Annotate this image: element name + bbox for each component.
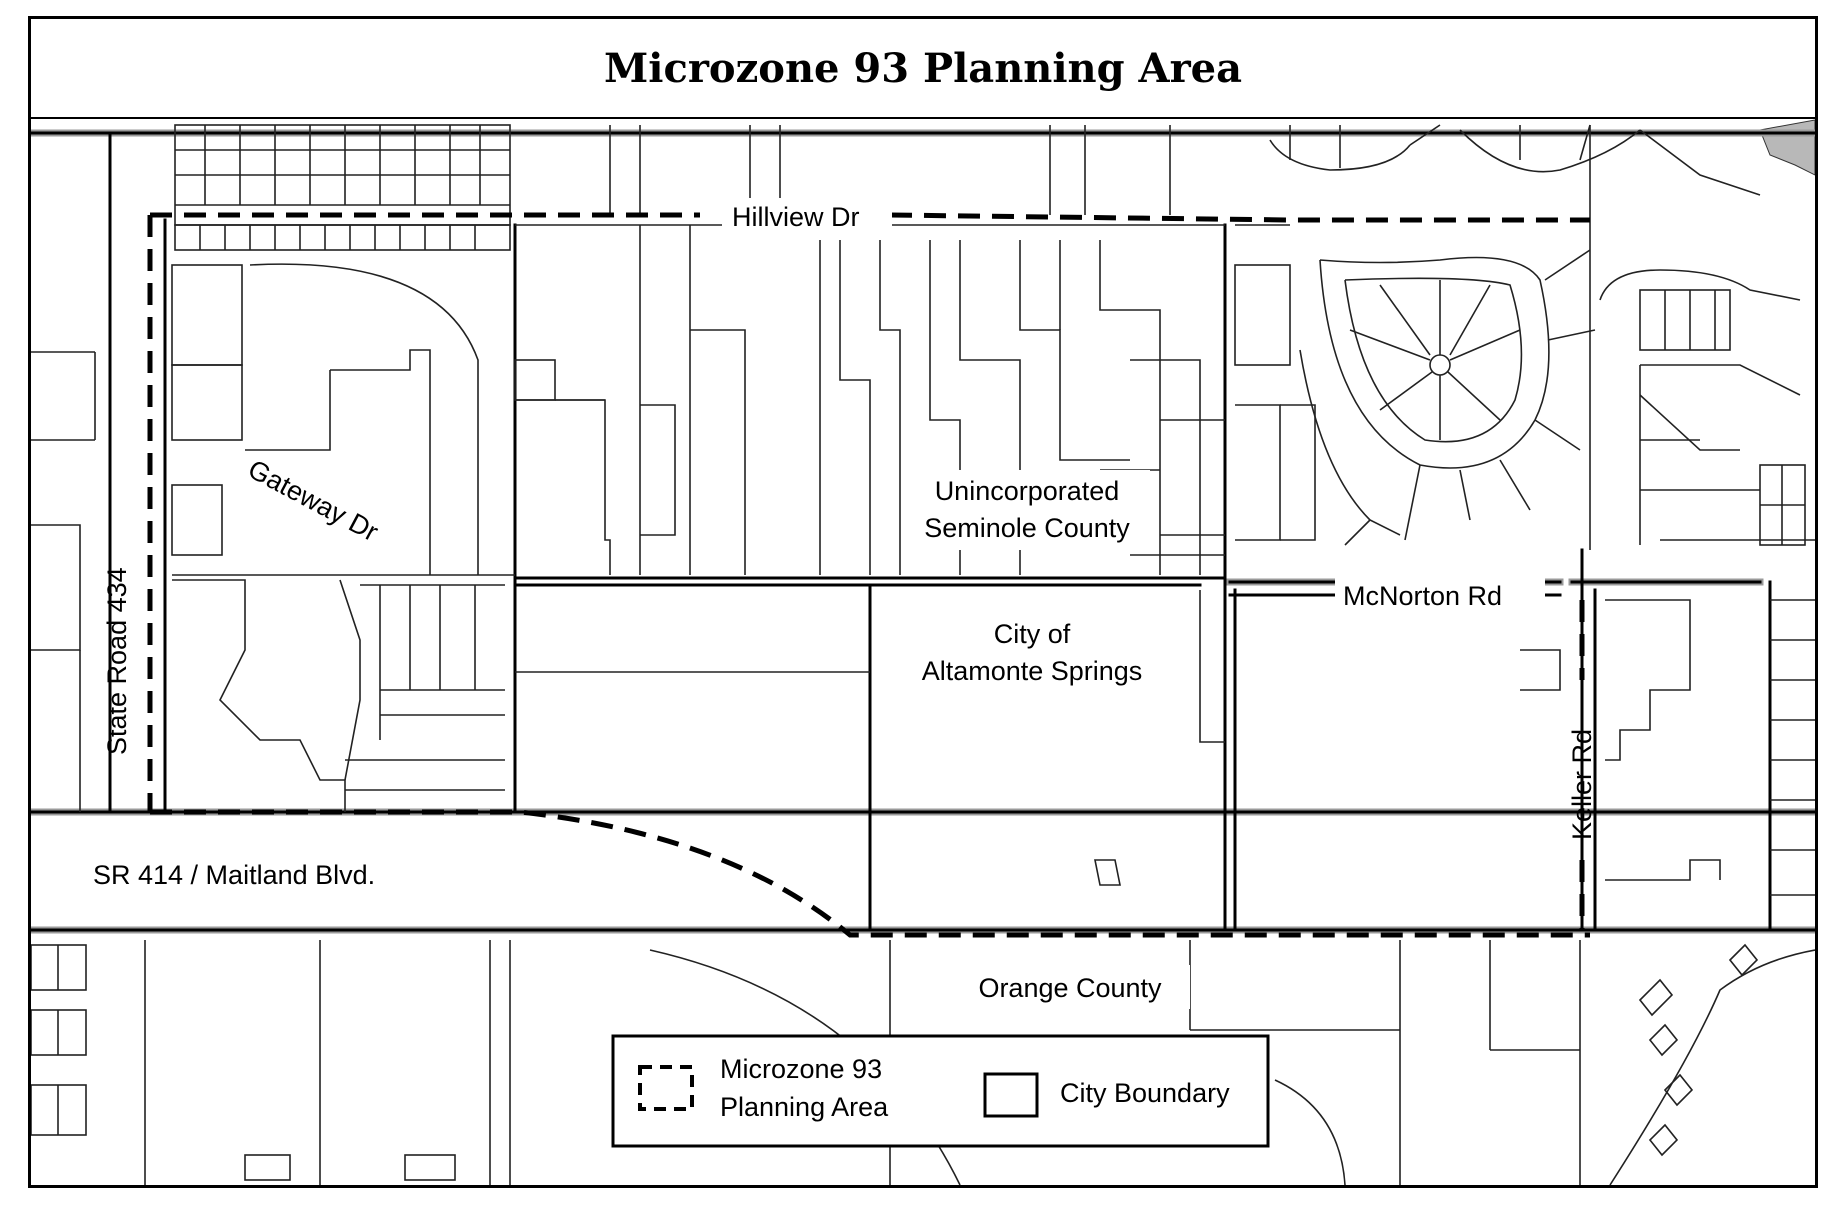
label-state-road-434: State Road 434 xyxy=(102,567,132,755)
label-sr-414: SR 414 / Maitland Blvd. xyxy=(93,860,375,890)
legend: Microzone 93 Planning Area City Boundary xyxy=(611,1034,1270,1148)
label-orange-county: Orange County xyxy=(978,973,1162,1003)
legend-planning-area-swatch xyxy=(638,1065,694,1111)
label-keller-rd: Keller Rd xyxy=(1567,729,1597,840)
legend-city-boundary: City Boundary xyxy=(1060,1078,1230,1108)
label-altamonte-springs: Altamonte Springs xyxy=(922,656,1143,686)
planning-area-boundary xyxy=(147,212,1590,938)
title-bar: Microzone 93 Planning Area xyxy=(31,19,1815,119)
map-title: Microzone 93 Planning Area xyxy=(603,44,1243,92)
label-hillview-dr: Hillview Dr xyxy=(732,202,860,232)
road-labels: Hillview Dr Gateway Dr State Road 434 Mc… xyxy=(93,198,1597,890)
parcel-lines xyxy=(31,124,1815,1185)
label-mcnorton-rd: McNorton Rd xyxy=(1343,581,1502,611)
label-unincorporated-1: Unincorporated xyxy=(935,476,1120,506)
label-city-of: City of xyxy=(994,619,1071,649)
label-gateway-dr: Gateway Dr xyxy=(243,454,383,547)
legend-planning-area-line2: Planning Area xyxy=(720,1092,889,1122)
label-unincorporated-2: Seminole County xyxy=(924,513,1130,543)
legend-planning-area-line1: Microzone 93 xyxy=(720,1054,882,1084)
water-body xyxy=(1759,119,1815,176)
area-labels: Unincorporated Seminole County City of A… xyxy=(910,470,1190,1009)
legend-city-boundary-swatch xyxy=(983,1072,1039,1118)
